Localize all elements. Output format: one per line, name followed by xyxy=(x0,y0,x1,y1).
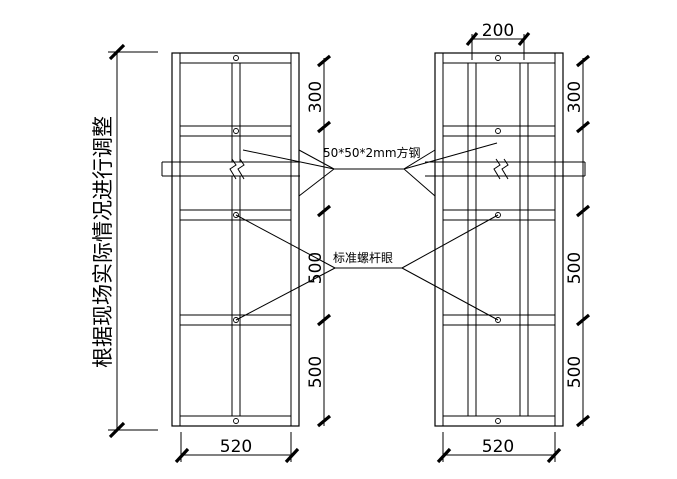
right-low-spacing-dim: 500 xyxy=(565,356,585,388)
right-vertical-dimension xyxy=(575,54,591,428)
left-panel-holes xyxy=(233,55,239,424)
left-width-dim: 520 xyxy=(220,437,252,457)
top-gap-dimension xyxy=(465,31,531,60)
left-vertical-dimension xyxy=(316,54,332,428)
right-top-gap-dim: 200 xyxy=(482,21,514,41)
adjustment-note: 根据现场实际情况进行调整 xyxy=(91,116,115,368)
right-width-dim: 520 xyxy=(482,437,514,457)
steel-leader-lines xyxy=(242,142,498,170)
right-width-dimension xyxy=(436,432,562,464)
left-low-spacing-dim: 500 xyxy=(306,356,326,388)
left-form-panel xyxy=(171,52,300,427)
right-mid-spacing-dim: 500 xyxy=(565,252,585,284)
tie-rod-hole-label: 标准螺杆眼 xyxy=(333,251,393,265)
overall-height-dimension xyxy=(108,43,158,439)
right-panel-holes xyxy=(495,55,501,424)
right-form-panel xyxy=(434,52,564,427)
steel-member-label: 50*50*2mm方钢 xyxy=(323,145,421,160)
left-top-spacing-dim: 300 xyxy=(306,81,326,113)
tie-rod-leader-lines xyxy=(235,214,499,321)
right-top-spacing-dim: 300 xyxy=(565,81,585,113)
left-width-dimension xyxy=(174,432,300,464)
left-mid-spacing-dim: 500 xyxy=(306,252,326,284)
